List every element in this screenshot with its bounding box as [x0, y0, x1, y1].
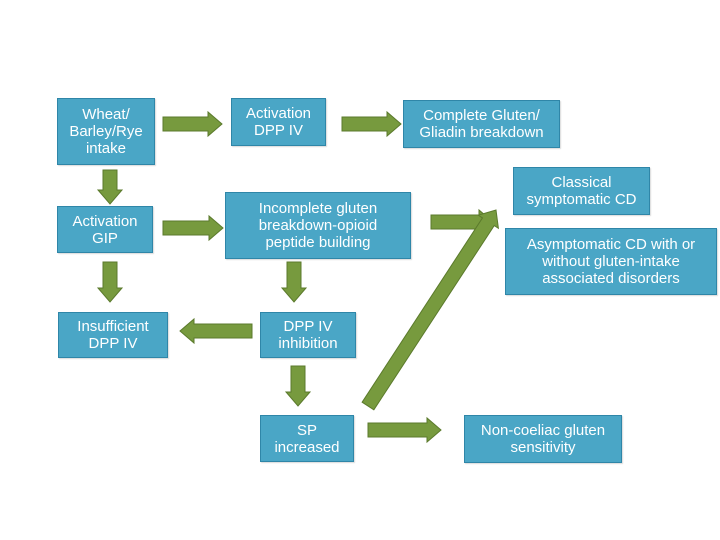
arrow-incomplete-breakdown-to-dpp-inhibition: [280, 261, 308, 303]
node-classical-cd: Classical symptomatic CD: [513, 167, 650, 215]
node-insufficient-dpp: Insufficient DPP IV: [58, 312, 168, 358]
arrow-gip-activation-to-insufficient-dpp: [96, 261, 124, 303]
arrow-sp-increased-to-asymptomatic-cd: [361, 209, 500, 411]
node-intake: Wheat/ Barley/Rye intake: [57, 98, 155, 165]
node-asymptomatic-cd: Asymptomatic CD with or without gluten-i…: [505, 228, 717, 295]
node-incomplete-breakdown: Incomplete gluten breakdown-opioid pepti…: [225, 192, 411, 259]
arrow-dpp-activation-to-complete-breakdown: [341, 110, 402, 138]
node-dpp-activation: Activation DPP IV: [231, 98, 326, 146]
node-dpp-inhibition: DPP IV inhibition: [260, 312, 356, 358]
arrow-dpp-inhibition-to-insufficient-dpp: [179, 317, 253, 345]
arrow-intake-to-gip-activation: [96, 169, 124, 205]
arrow-gip-activation-to-incomplete-breakdown: [162, 214, 224, 242]
node-complete-breakdown: Complete Gluten/ Gliadin breakdown: [403, 100, 560, 148]
arrow-dpp-inhibition-to-sp-increased: [284, 365, 312, 407]
node-ncgs: Non-coeliac gluten sensitivity: [464, 415, 622, 463]
arrow-intake-to-dpp-activation: [162, 110, 223, 138]
node-sp-increased: SP increased: [260, 415, 354, 462]
node-gip-activation: Activation GIP: [57, 206, 153, 253]
arrow-sp-increased-to-ncgs: [367, 416, 442, 444]
